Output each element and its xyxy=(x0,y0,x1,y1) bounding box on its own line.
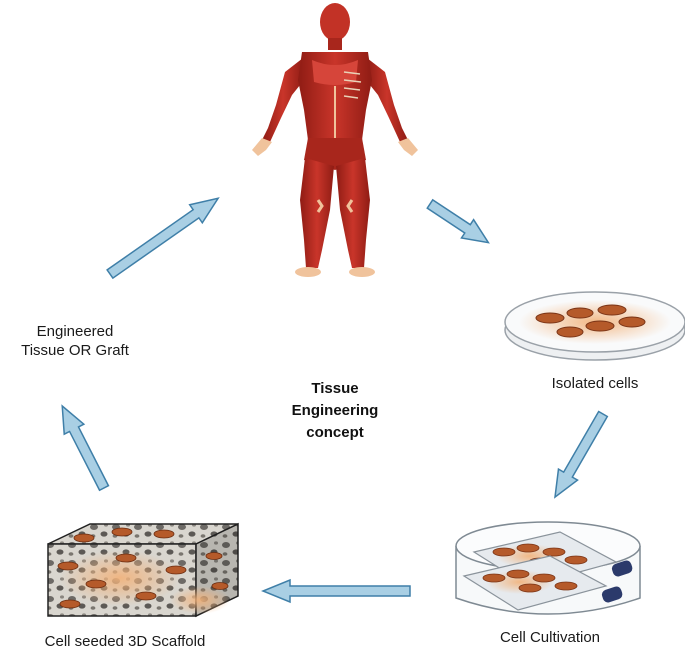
human-body-anatomy-icon xyxy=(252,3,418,277)
title-line2: Engineering xyxy=(291,402,379,419)
engineered-label-line1: Engineered xyxy=(36,323,114,340)
arrow-human-to-isolated xyxy=(426,198,490,244)
cell-cultivation-label: Cell Cultivation xyxy=(499,629,601,646)
petri-dish-icon xyxy=(504,291,685,361)
title-line1: Tissue xyxy=(311,380,359,397)
arrow-cultivation-to-scaffold xyxy=(261,578,411,604)
arrow-engineered-to-human xyxy=(106,197,220,280)
title-line3: concept xyxy=(306,424,364,441)
culture-flasks-icon xyxy=(455,521,641,615)
diagram-title: Tissue Engineering concept xyxy=(280,378,390,444)
arrow-scaffold-to-engineered xyxy=(61,404,110,492)
isolated-cells-label: Isolated cells xyxy=(551,375,639,392)
engineered-label-line2: Tissue OR Graft xyxy=(21,342,129,359)
scaffold-label: Cell seeded 3D Scaffold xyxy=(44,633,206,650)
scaffold-block-icon xyxy=(47,522,239,618)
engineered-tissue-label: Engineered Tissue OR Graft xyxy=(0,322,150,360)
arrow-isolated-to-cultivation xyxy=(554,410,609,499)
